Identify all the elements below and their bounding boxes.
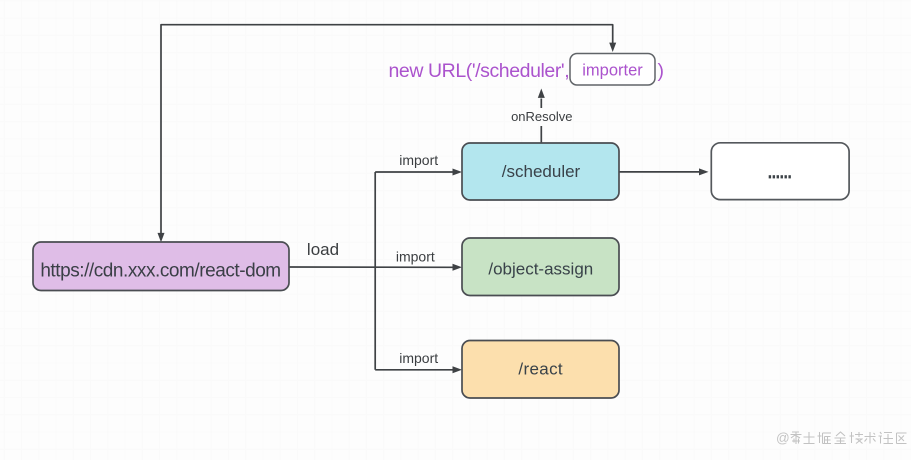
svg-text:load: load: [307, 240, 339, 259]
svg-text:https://cdn.xxx.com/react-dom: https://cdn.xxx.com/react-dom: [40, 261, 280, 282]
svg-text:/scheduler: /scheduler: [502, 162, 581, 181]
svg-text:import: import: [399, 350, 438, 366]
svg-text:import: import: [399, 152, 438, 168]
svg-text:importer: importer: [582, 62, 643, 80]
svg-text:onResolve: onResolve: [511, 109, 572, 124]
svg-text:new URL('/scheduler',: new URL('/scheduler',: [389, 60, 570, 82]
svg-text:@: @: [776, 431, 790, 446]
svg-text:import: import: [396, 249, 435, 265]
svg-text:): ): [658, 60, 665, 82]
svg-text:/object-assign: /object-assign: [488, 260, 593, 279]
svg-text:/react: /react: [518, 360, 563, 379]
